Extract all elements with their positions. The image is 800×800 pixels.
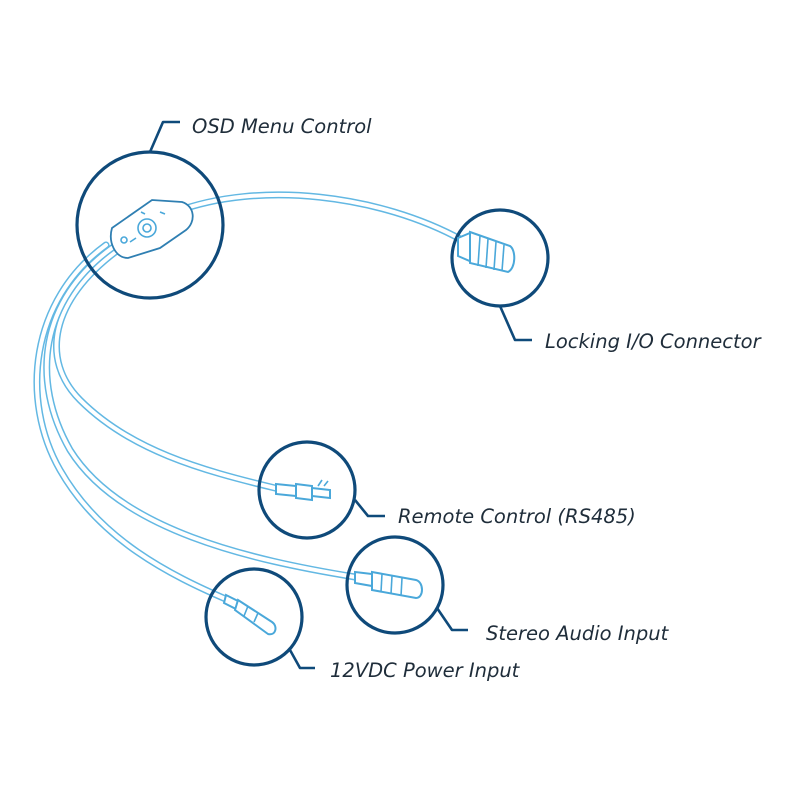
osd-leader-line: [148, 120, 180, 153]
remote-label: Remote Control (RS485): [398, 505, 636, 528]
io-connector-icon: [457, 230, 516, 274]
audio-cable: [43, 244, 359, 581]
power-callout-circle: [204, 567, 304, 667]
audio-leader-line: [435, 607, 468, 632]
audio-jack-icon: [354, 570, 423, 600]
power-label: 12VDC Power Input: [330, 659, 521, 682]
12vdc-power-input: 12VDC Power Input: [204, 567, 521, 682]
joystick-icon: [110, 199, 194, 259]
locking-leader-line: [498, 305, 532, 342]
power-leader-line: [288, 649, 315, 670]
audio-callout-circle: [345, 535, 445, 635]
remote-control-rs485: Remote Control (RS485): [257, 440, 636, 540]
locking-io-connector: Locking I/O Connector: [450, 208, 763, 353]
osd-menu-control: OSD Menu Control: [75, 115, 372, 300]
osd-label: OSD Menu Control: [192, 115, 372, 138]
cables: [33, 191, 466, 604]
main-cable: [171, 191, 466, 244]
stereo-audio-input: Stereo Audio Input: [345, 535, 670, 645]
locking-label: Locking I/O Connector: [545, 330, 763, 353]
power-jack-icon: [222, 593, 277, 636]
remote-callout-circle: [257, 440, 357, 540]
power-cable: [33, 241, 232, 604]
remote-leader-line: [353, 499, 385, 518]
rs485-plug-icon: [275, 479, 331, 502]
audio-label: Stereo Audio Input: [486, 622, 670, 645]
rs485-cable: [53, 246, 279, 492]
